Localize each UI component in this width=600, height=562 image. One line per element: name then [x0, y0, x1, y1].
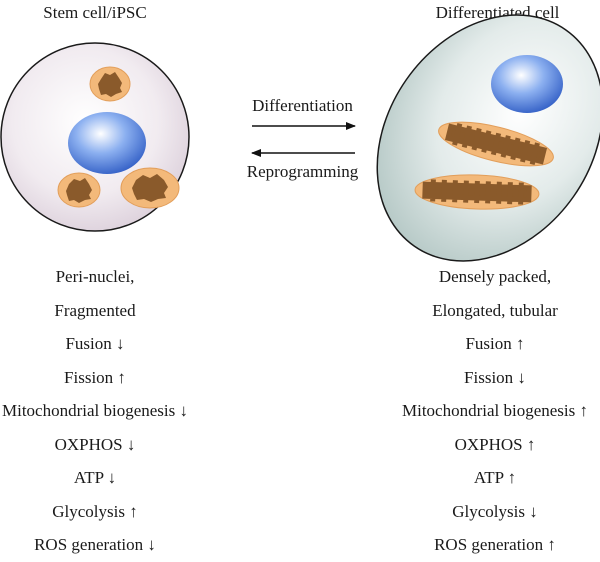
stem-characteristic: ROS generation ↓	[34, 535, 156, 554]
differentiated-cell-nucleus	[491, 55, 563, 113]
differentiated-characteristic: Fusion ↑	[465, 334, 525, 353]
stem-characteristic: Mitochondrial biogenesis ↓	[1, 401, 189, 420]
stem-characteristic: Fusion ↓	[65, 334, 125, 353]
stem-characteristic: Glycolysis ↑	[52, 501, 138, 521]
stem-characteristic: ATP ↓	[73, 468, 117, 487]
differentiated-mitochondrion-upper	[438, 121, 554, 167]
differentiated-characteristic: OXPHOS ↑	[454, 434, 536, 454]
differentiated-cell-characteristics: Densely packed, Elongated, tubular Fusio…	[390, 260, 600, 562]
differentiated-characteristic: Fission ↓	[464, 367, 526, 387]
differentiated-characteristic: ROS generation ↑	[434, 535, 556, 554]
differentiated-cell	[376, 14, 600, 262]
stem-cell-title: Stem cell/iPSC	[43, 3, 147, 22]
reprogramming-label: Reprogramming	[246, 162, 359, 181]
differentiated-mitochondrion-lower	[414, 174, 540, 210]
stem-characteristic: Peri-nuclei,	[55, 267, 135, 286]
differentiated-characteristic: Glycolysis ↓	[452, 501, 538, 521]
stem-characteristic: OXPHOS ↓	[54, 434, 136, 454]
stem-cell-nucleus	[68, 112, 146, 174]
differentiation-label: Differentiation	[252, 96, 353, 115]
stem-mitochondrion-top	[89, 66, 131, 102]
differentiated-characteristic: Densely packed,	[438, 267, 552, 286]
differentiated-characteristic: Mitochondrial biogenesis ↑	[401, 401, 589, 420]
stem-cell	[0, 42, 190, 232]
stem-cell-characteristics: Peri-nuclei, Fragmented Fusion ↓ Fission…	[0, 260, 190, 562]
differentiated-characteristic: ATP ↑	[473, 468, 517, 487]
stem-mitochondrion-left	[57, 172, 101, 208]
stem-characteristic: Fission ↑	[64, 367, 126, 387]
stem-characteristic: Fragmented	[54, 300, 136, 320]
differentiated-characteristic: Elongated, tubular	[432, 300, 558, 320]
stem-mitochondrion-right	[120, 167, 180, 209]
